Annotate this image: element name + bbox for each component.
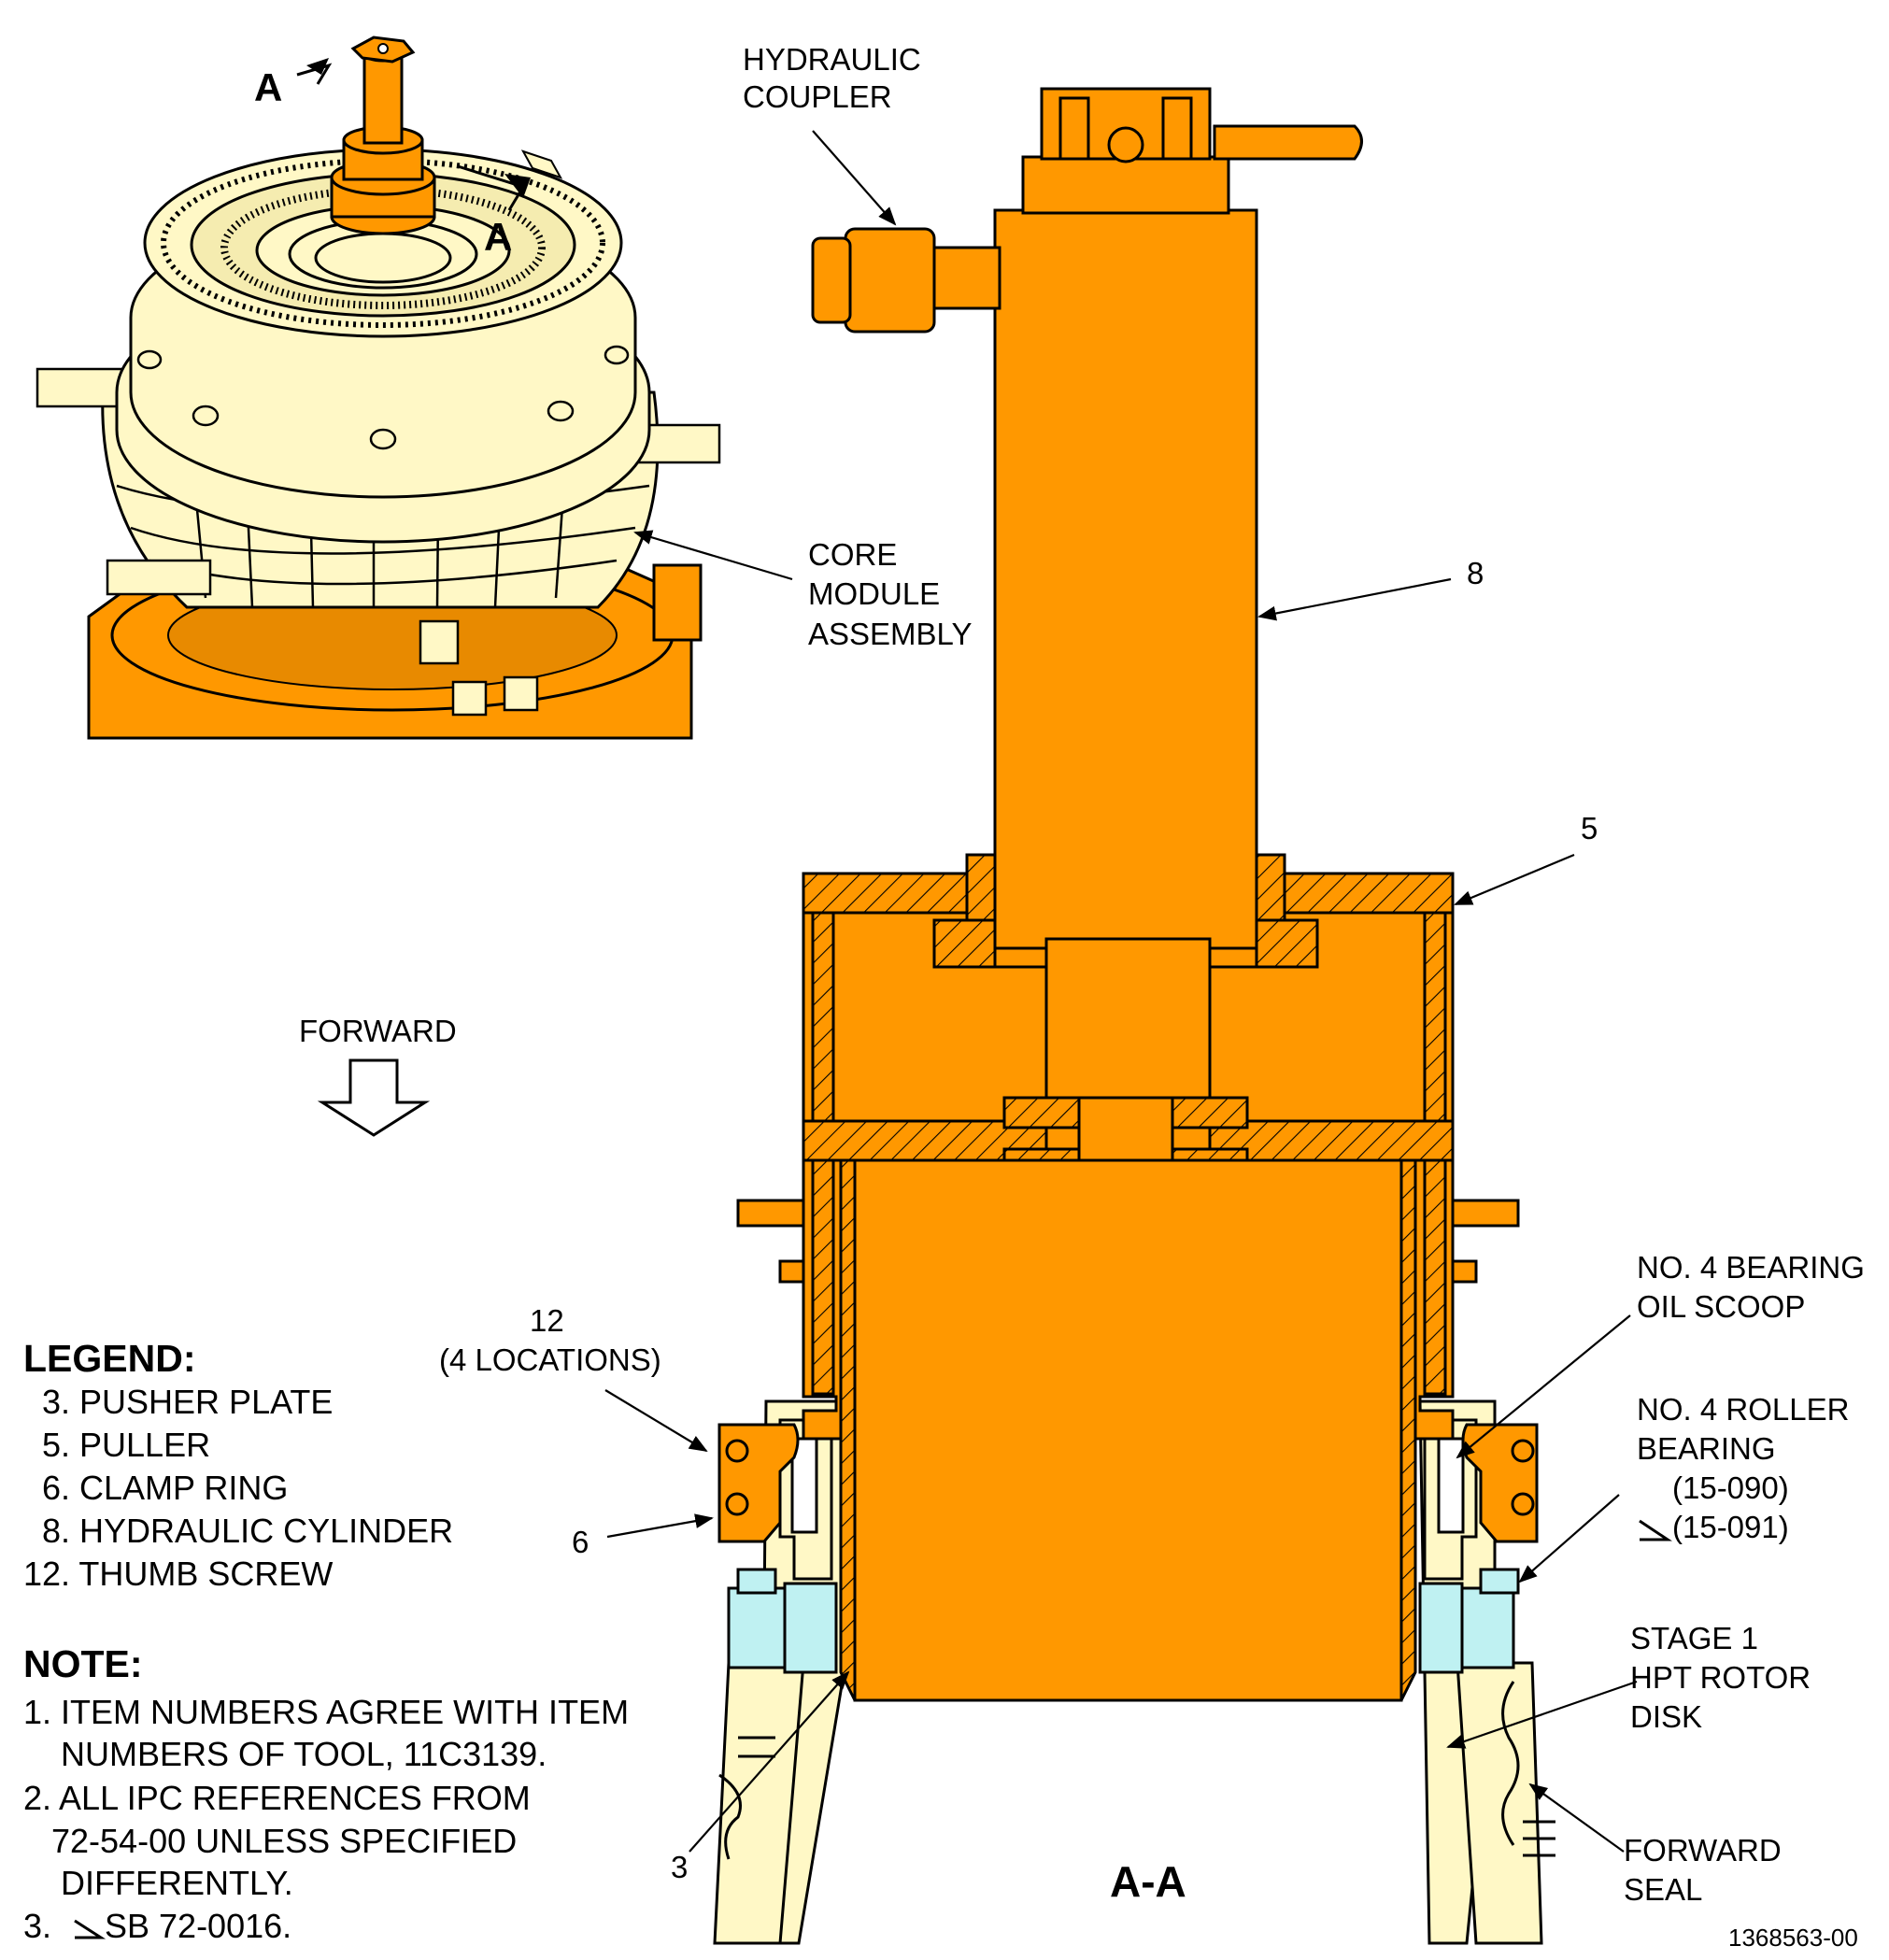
engine-hardware (713, 1399, 1555, 1945)
section-letter-top: A (254, 65, 282, 109)
note-3-text: SB 72-0016. (105, 1907, 291, 1945)
hydraulic-cylinder (993, 208, 1258, 950)
note-1-line-1: 1. ITEM NUMBERS AGREE WITH ITEM (23, 1693, 629, 1731)
note-2-line-2: 72-54-00 UNLESS SPECIFIED (51, 1822, 517, 1860)
forward-seal-label: FORWARD SEAL (1624, 1833, 1790, 1907)
legend-item: 3. PUSHER PLATE (42, 1383, 333, 1421)
core-module-label: CORE MODULE ASSEMBLY (808, 537, 972, 651)
section-letter-right: A (484, 215, 512, 259)
bearing-oil-scoop-label: NO. 4 BEARING OIL SCOOP (1637, 1250, 1873, 1324)
legend-item: 6. CLAMP RING (42, 1469, 288, 1507)
note-1-line-2: NUMBERS OF TOOL, 11C3139. (61, 1735, 547, 1773)
document-number: 1368563-00 (1728, 1924, 1858, 1952)
core-module-isometric: A A (36, 36, 721, 740)
section-cut-marker-right: A (457, 164, 531, 259)
notes-title: NOTE: (23, 1642, 143, 1685)
legend-title: LEGEND: (23, 1337, 196, 1380)
notes: NOTE: 1. ITEM NUMBERS AGREE WITH ITEM NU… (23, 1642, 629, 1945)
legend: LEGEND: 3. PUSHER PLATE 5. PULLER 6. CLA… (23, 1337, 453, 1593)
pusher-plate (853, 1158, 1403, 1702)
legend-item: 12. THUMB SCREW (23, 1555, 333, 1593)
puller-tool-section (717, 87, 1539, 1702)
section-view-title: A-A (1110, 1857, 1186, 1906)
legend-item: 5. PULLER (42, 1426, 210, 1464)
forward-label: FORWARD (299, 1014, 457, 1048)
callout-item-8: 8 (1467, 556, 1484, 590)
hydraulic-coupler-label: HYDRAULIC COUPLER (743, 42, 930, 114)
service-bulletin-icon (1639, 1519, 1672, 1541)
callout-item-5: 5 (1581, 811, 1598, 845)
thumb-screw-callout: 12 (4 LOCATIONS) (439, 1303, 661, 1377)
note-2-line-3: DIFFERENTLY. (61, 1864, 293, 1902)
leader-lines (604, 130, 1638, 1853)
note-2-line-1: 2. ALL IPC REFERENCES FROM (23, 1779, 531, 1817)
forward-direction-indicator: FORWARD (299, 1014, 457, 1137)
callout-item-6: 6 (572, 1525, 589, 1559)
note-3-number: 3. (23, 1907, 51, 1945)
roller-bearing-label: NO. 4 ROLLER BEARING (15-090) (15-091) (1637, 1392, 1858, 1544)
component-labels: HYDRAULIC COUPLER CORE MODULE ASSEMBLY 8… (439, 42, 1873, 1907)
stage1-disk-label: STAGE 1 HPT ROTOR DISK (1630, 1621, 1819, 1734)
section-cut-marker-top: A (254, 58, 333, 109)
forward-arrow-icon (317, 1058, 431, 1137)
legend-item: 8. HYDRAULIC CYLINDER (42, 1512, 453, 1550)
service-bulletin-icon (74, 1919, 107, 1939)
callout-item-3: 3 (671, 1850, 688, 1884)
